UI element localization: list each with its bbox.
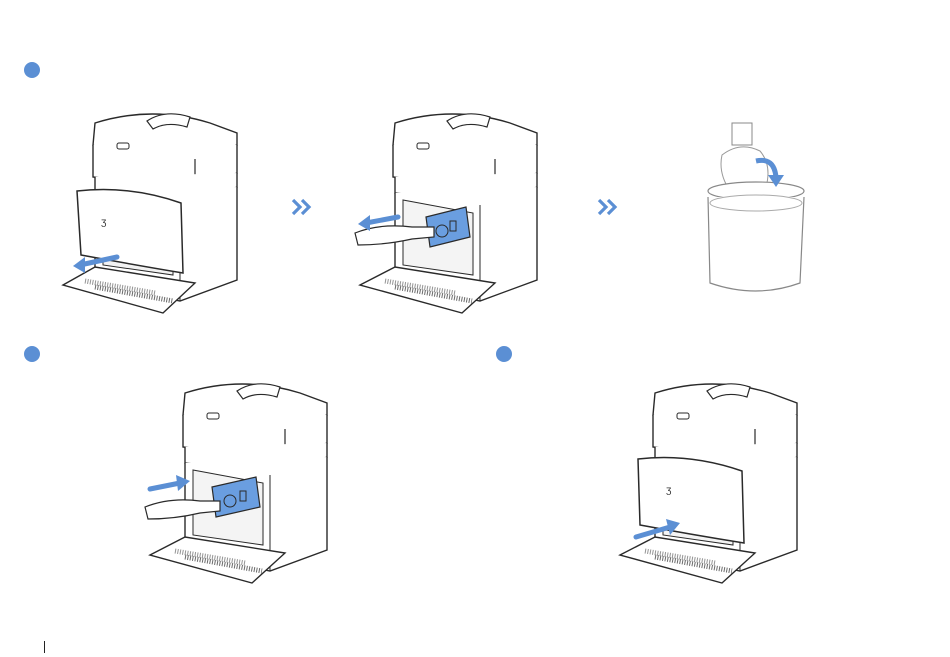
chevron-double-right-icon <box>291 198 313 216</box>
station-dustbag-removal-illustration <box>350 105 550 320</box>
station-dustbag-install-illustration <box>140 375 340 590</box>
chevron-double-right-icon <box>597 198 619 216</box>
svg-text:ʒ: ʒ <box>666 485 672 496</box>
station-cover-install-illustration: ʒ <box>610 375 810 590</box>
step-marker-2 <box>24 346 40 362</box>
dustbag-disposal-illustration <box>700 115 815 300</box>
step-marker-3 <box>496 346 512 362</box>
step-marker-1 <box>24 62 40 78</box>
station-cover-removed-illustration: ʒ <box>55 105 250 320</box>
svg-text:ʒ: ʒ <box>101 217 107 228</box>
page-marker <box>44 641 45 653</box>
